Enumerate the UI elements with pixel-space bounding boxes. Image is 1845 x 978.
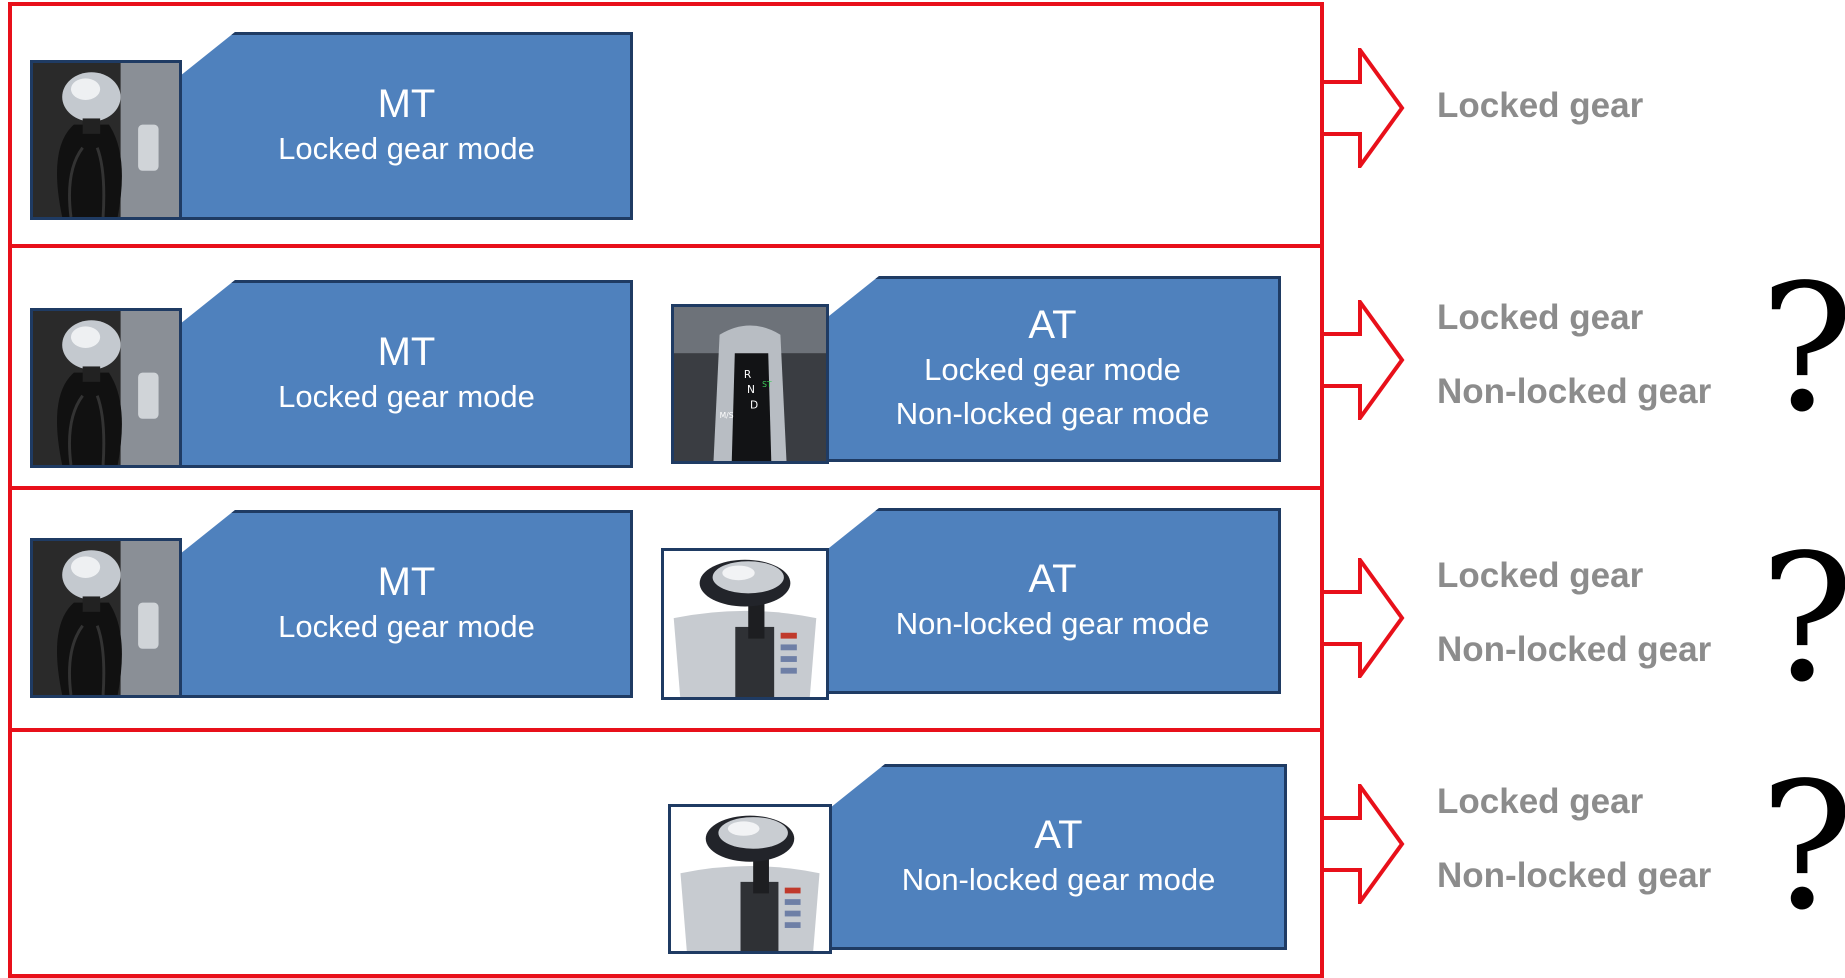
output-non-locked-gear: Non-locked gear [1437,856,1712,895]
card-line: Locked gear mode [924,352,1181,387]
card-title: MT [377,560,436,604]
svg-text:D: D [750,399,758,412]
manual-shifter-image [30,538,182,698]
question-mark: ? [1760,248,1845,451]
output-locked-gear: Locked gear [1437,86,1644,125]
output-locked-gear: Locked gear [1437,782,1644,821]
card-title: MT [377,330,436,374]
card-title: AT [1028,557,1077,601]
output-non-locked-gear: Non-locked gear [1437,372,1712,411]
manual-shifter-image [30,308,182,468]
output-non-locked-gear: Non-locked gear [1437,630,1712,669]
svg-text:R: R [744,368,752,381]
question-mark: ? [1760,746,1845,949]
svg-text:M/S: M/S [720,411,734,420]
manual-shifter-image [30,60,182,220]
svg-text:N: N [747,383,755,396]
automatic-shifter-image [668,804,832,954]
svg-text:ST: ST [762,380,772,389]
arrow-right-icon [1324,558,1405,678]
arrow-right-icon [1324,300,1405,420]
card-title: MT [377,82,436,126]
output-locked-gear: Locked gear [1437,298,1644,337]
output-locked-gear: Locked gear [1437,556,1644,595]
card-title: AT [1034,813,1083,857]
automatic-shifter-image [661,548,829,700]
card-line: Locked gear mode [278,131,535,166]
card-line: Locked gear mode [278,609,535,644]
card-title: AT [1028,303,1077,347]
arrow-right-icon [1324,784,1405,904]
card-line: Non-locked gear mode [895,606,1210,641]
card-line: Non-locked gear mode [901,862,1216,897]
card-line: Non-locked gear mode [895,396,1210,431]
card-line: Locked gear mode [278,379,535,414]
question-mark: ? [1760,518,1845,721]
automatic-shifter-ms-image: R N D ST M/S [671,304,829,464]
arrow-right-icon [1324,48,1405,168]
